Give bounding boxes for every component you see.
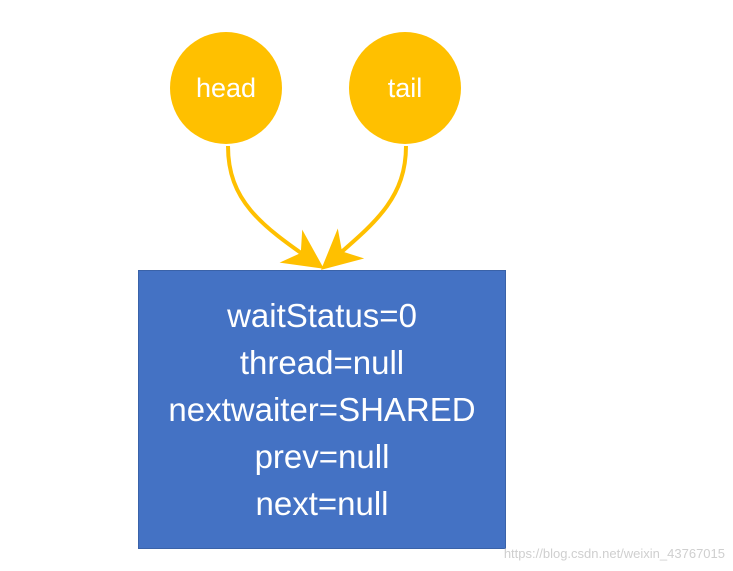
queue-node-box: waitStatus=0 thread=null nextwaiter=SHAR…: [138, 270, 506, 549]
field-next-waiter: nextwaiter=SHARED: [168, 391, 476, 428]
field-prev: prev=null: [254, 438, 390, 475]
field-thread: thread=null: [239, 344, 405, 381]
head-to-node-arrow: [226, 145, 324, 269]
tail-label: tail: [387, 72, 423, 103]
tail-pointer-circle: tail: [349, 32, 461, 144]
head-label: head: [195, 72, 257, 103]
field-next: next=null: [255, 485, 389, 522]
field-wait-status: waitStatus=0: [227, 297, 417, 334]
watermark-text: https://blog.csdn.net/weixin_43767015: [503, 546, 725, 561]
head-pointer-circle: head: [170, 32, 282, 144]
tail-to-node-arrow: [320, 145, 408, 270]
